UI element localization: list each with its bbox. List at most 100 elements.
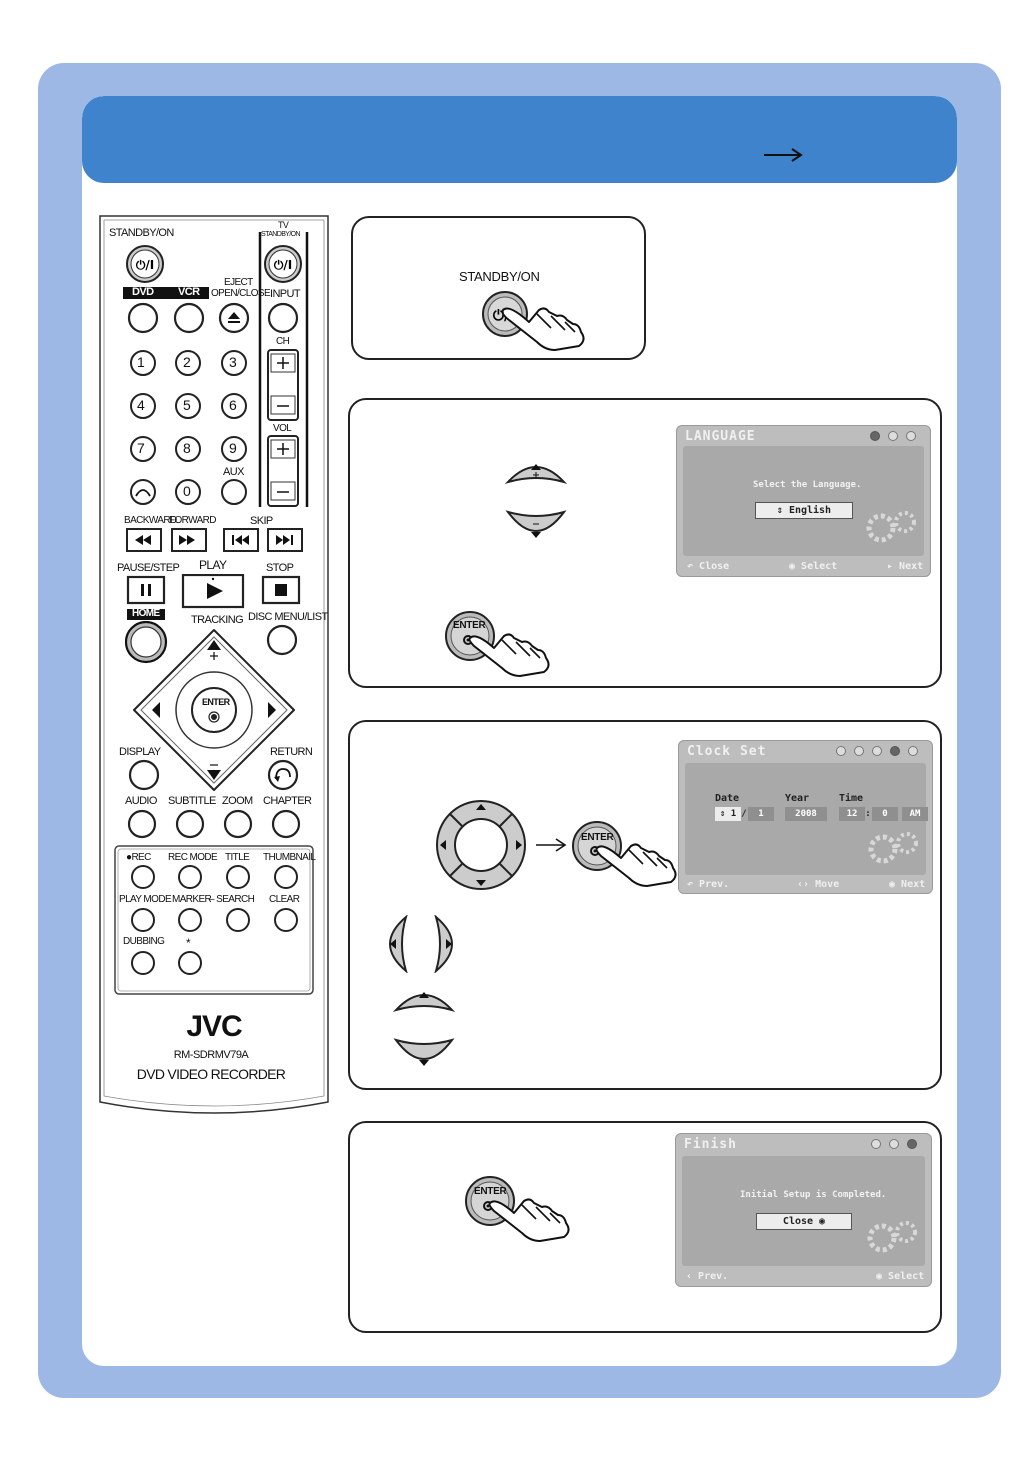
rec-button[interactable] bbox=[132, 866, 154, 888]
enter-label[interactable]: ENTER bbox=[202, 697, 230, 707]
dpad[interactable] bbox=[133, 629, 295, 791]
number-pad[interactable] bbox=[125, 348, 255, 508]
month-value: 1 bbox=[730, 809, 737, 819]
play-row bbox=[126, 574, 301, 609]
forward-button[interactable] bbox=[172, 529, 206, 551]
footer-select-label: Select bbox=[888, 1271, 925, 1282]
footer-select-label: Select bbox=[801, 561, 838, 572]
close-button[interactable]: Close ◉ bbox=[756, 1213, 852, 1230]
footer-next[interactable]: ▸ Next bbox=[887, 561, 924, 572]
dubbing-label: DUBBING bbox=[123, 936, 165, 947]
vol-rocker[interactable] bbox=[268, 436, 298, 506]
day-field[interactable]: 1 bbox=[748, 807, 774, 821]
search-button[interactable] bbox=[227, 909, 249, 931]
progress-dot bbox=[872, 746, 882, 756]
chapter-button[interactable] bbox=[273, 811, 299, 837]
subtitle-label: SUBTITLE bbox=[168, 795, 216, 807]
display-button[interactable] bbox=[130, 761, 158, 789]
audio-button[interactable] bbox=[129, 811, 155, 837]
backward-button[interactable] bbox=[127, 529, 161, 551]
hand-press-enter-icon[interactable] bbox=[442, 610, 562, 680]
month-field[interactable]: ⇕ 1 bbox=[715, 807, 741, 821]
progress-dot bbox=[870, 431, 880, 441]
hand-press-enter-icon[interactable] bbox=[571, 820, 691, 890]
footer-close[interactable]: ↶ Close bbox=[687, 561, 730, 572]
footer-prev[interactable]: ‹ Prev. bbox=[686, 1271, 729, 1282]
finish-message: Initial Setup is Completed. bbox=[740, 1190, 887, 1200]
footer-prev[interactable]: ↶ Prev. bbox=[687, 879, 730, 890]
thumbnail-button[interactable] bbox=[275, 866, 297, 888]
hand-press-enter-icon[interactable] bbox=[464, 1175, 584, 1245]
key-1: 1 bbox=[137, 354, 145, 370]
hand-press-power-icon[interactable]: ⏻/ bbox=[479, 288, 599, 354]
language-message: Select the Language. bbox=[753, 480, 862, 490]
dpad-icon[interactable] bbox=[434, 798, 528, 892]
step4-panel: ENTER Finish Initial Setup is Completed.… bbox=[348, 1121, 942, 1333]
play-button[interactable] bbox=[183, 575, 243, 607]
vcr-button[interactable] bbox=[171, 302, 201, 332]
tv-standby-button[interactable]: ⏻/I bbox=[263, 244, 303, 284]
year-field[interactable]: 2008 bbox=[785, 807, 827, 821]
hour-field[interactable]: 12 bbox=[839, 807, 865, 821]
clear-button[interactable] bbox=[275, 909, 297, 931]
tracking-label: TRACKING bbox=[191, 614, 244, 626]
return-button[interactable] bbox=[269, 761, 297, 789]
footer-move-label: Move bbox=[815, 879, 840, 890]
skip-label: SKIP bbox=[250, 515, 273, 527]
footer-next-label: Next bbox=[899, 561, 924, 572]
dubbing-button[interactable] bbox=[132, 952, 154, 974]
chapter-label: CHAPTER bbox=[263, 795, 312, 807]
language-select-box[interactable]: ⇕ English bbox=[755, 502, 853, 519]
ampm-field[interactable]: AM bbox=[902, 807, 928, 821]
dvd-label: DVD bbox=[132, 286, 154, 298]
eject-button[interactable] bbox=[216, 302, 246, 332]
play-mode-button[interactable] bbox=[132, 909, 154, 931]
footer-select[interactable]: ◉ Select bbox=[876, 1271, 925, 1282]
gear-icon bbox=[868, 832, 918, 864]
subtitle-button[interactable] bbox=[177, 811, 203, 837]
input-button[interactable] bbox=[265, 302, 295, 332]
input-label: INPUT bbox=[270, 288, 301, 300]
stop-button[interactable] bbox=[263, 577, 299, 603]
audio-row bbox=[127, 809, 301, 839]
time-separator: : bbox=[865, 809, 871, 819]
backward-label: BACKWARD bbox=[124, 515, 177, 526]
finish-screen-title: Finish bbox=[684, 1137, 737, 1152]
ch-rocker[interactable] bbox=[268, 350, 298, 420]
up-down-buttons-icon[interactable] bbox=[392, 988, 456, 1072]
aux-label: AUX bbox=[223, 466, 244, 478]
rec-mode-button[interactable] bbox=[179, 866, 201, 888]
dvd-button[interactable] bbox=[125, 302, 155, 332]
star-button[interactable] bbox=[179, 952, 201, 974]
clock-set-title: Clock Set bbox=[687, 744, 767, 759]
brand-logo: JVC bbox=[186, 1010, 242, 1043]
key-3: 3 bbox=[229, 354, 237, 370]
gear-icon bbox=[867, 1221, 917, 1253]
skip-forward-button[interactable] bbox=[268, 529, 302, 551]
home-row bbox=[125, 621, 298, 664]
footer-next[interactable]: ◉ Next bbox=[889, 879, 926, 890]
right-arrow-icon bbox=[764, 148, 803, 162]
finish-screen: Finish Initial Setup is Completed. Close… bbox=[675, 1133, 932, 1287]
up-down-buttons-icon[interactable] bbox=[504, 460, 568, 544]
return-label: RETURN bbox=[270, 746, 313, 758]
zoom-button[interactable] bbox=[225, 811, 251, 837]
vcr-label: VCR bbox=[178, 286, 200, 298]
title-button[interactable] bbox=[227, 866, 249, 888]
finish-screen-body: Initial Setup is Completed. Close ◉ bbox=[682, 1156, 925, 1266]
date-label: Date bbox=[715, 793, 740, 804]
pause-step-button[interactable] bbox=[128, 577, 164, 603]
svg-text:⏻/I: ⏻/I bbox=[274, 258, 292, 272]
marker-button[interactable] bbox=[179, 909, 201, 931]
ch-vol-rockers bbox=[267, 349, 299, 507]
disc-menu-button[interactable] bbox=[268, 626, 296, 654]
footer-select[interactable]: ◉ Select bbox=[789, 561, 838, 572]
forward-label: FORWARD bbox=[169, 515, 217, 526]
left-right-buttons-icon[interactable] bbox=[380, 915, 464, 973]
skip-back-button[interactable] bbox=[224, 529, 258, 551]
rec-mode-label: REC MODE bbox=[168, 852, 218, 863]
home-button[interactable] bbox=[126, 622, 166, 662]
minute-field[interactable]: 0 bbox=[872, 807, 898, 821]
footer-move: ‹› Move bbox=[797, 879, 840, 890]
standby-on-button[interactable]: ⏻/I bbox=[125, 244, 165, 284]
